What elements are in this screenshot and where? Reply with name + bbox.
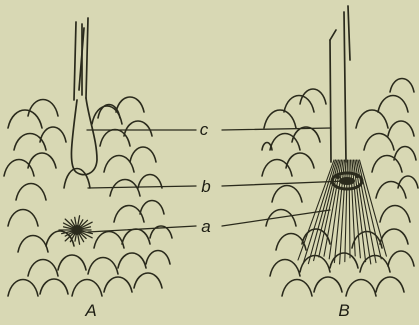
scale-arc <box>72 280 102 297</box>
scale-arc <box>284 96 314 113</box>
scale-arc <box>116 97 144 112</box>
scale-arc <box>346 280 376 297</box>
scale-arc <box>388 251 414 266</box>
rosette-spoke <box>78 234 80 244</box>
fan-strand <box>358 160 381 259</box>
scale-arc <box>104 156 134 173</box>
scale-arc <box>314 277 342 292</box>
rosette-spoke <box>78 216 80 226</box>
scale-arc <box>28 260 58 277</box>
scale-arc <box>94 232 124 249</box>
hair-shaft-b <box>330 6 350 162</box>
scale-arc <box>394 147 416 161</box>
rosette-spoke <box>75 217 77 226</box>
scale-arc <box>104 277 132 292</box>
scale-arc <box>18 236 48 253</box>
panel-label-b: B <box>338 301 349 320</box>
scale-arc <box>28 153 56 168</box>
scale-arc <box>376 277 404 292</box>
scale-arc <box>8 110 42 128</box>
scale-arc <box>372 156 402 173</box>
scale-arc <box>40 279 68 294</box>
leader-line-a-b <box>222 210 330 226</box>
scale-arc <box>118 253 146 268</box>
scale-arc <box>122 229 150 244</box>
scale-arc <box>134 273 162 288</box>
scale-arc <box>40 127 66 142</box>
scale-arc <box>356 110 388 128</box>
scale-arc <box>378 96 408 113</box>
scale-arc <box>124 121 152 136</box>
follicle-fan-b <box>298 160 386 264</box>
scale-arc <box>376 182 406 199</box>
scale-arc <box>282 280 312 297</box>
leader-line-c-b <box>222 128 331 130</box>
scale-arc <box>130 147 156 162</box>
scale-arc <box>8 280 38 297</box>
scale-arc <box>286 153 314 168</box>
scale-arc <box>138 175 162 189</box>
fan-strand <box>349 160 350 258</box>
scale-arc <box>388 121 414 136</box>
callout-a: a <box>201 217 210 236</box>
panel-label-a: A <box>84 301 96 320</box>
scales-panel-a <box>4 97 172 296</box>
scale-arc <box>270 134 300 151</box>
scale-arc <box>28 100 58 117</box>
callout-c: c <box>200 120 209 139</box>
scale-arc <box>146 251 170 265</box>
scale-arc <box>8 210 38 227</box>
papilla-center-a <box>72 225 82 235</box>
scale-arc <box>380 229 408 244</box>
callout-b: b <box>201 177 210 196</box>
hair-shaft-a <box>71 18 97 175</box>
scale-arc <box>140 201 164 215</box>
scale-arc <box>270 260 300 277</box>
scale-arc <box>390 79 414 93</box>
scale-arc <box>276 234 306 251</box>
leader-line-b <box>88 186 196 188</box>
scale-arc <box>58 255 86 270</box>
rosette-spoke <box>75 234 76 241</box>
scale-arc <box>264 110 296 128</box>
fan-strand <box>308 160 337 264</box>
scale-arc <box>380 206 410 223</box>
scale-arc <box>64 169 90 189</box>
scale-arc <box>16 184 46 201</box>
scale-arc <box>88 258 118 275</box>
scale-arc <box>364 134 394 151</box>
scale-arc <box>272 186 302 203</box>
